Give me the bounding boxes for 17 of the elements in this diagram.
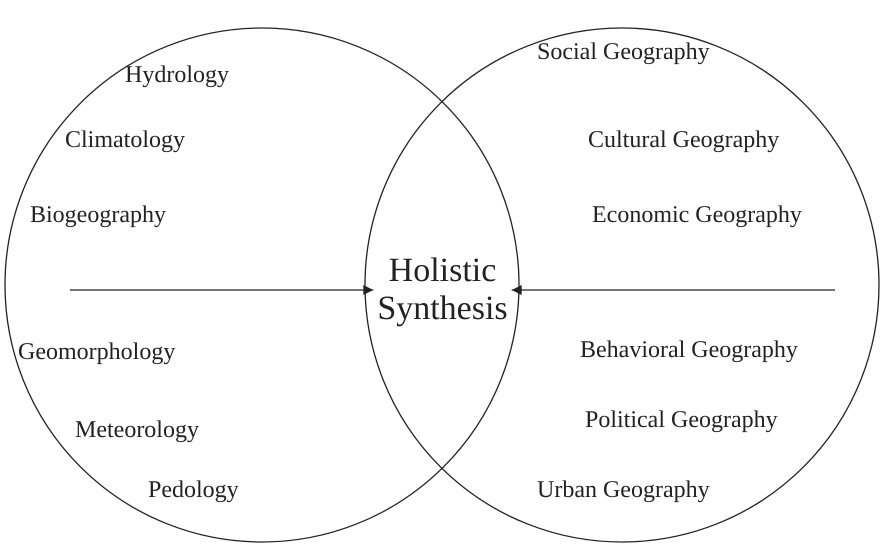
discipline-label: Urban Geography <box>537 476 710 505</box>
discipline-label: Geomorphology <box>18 338 176 367</box>
discipline-label: Social Geography <box>537 38 710 67</box>
discipline-label: Climatology <box>65 126 185 155</box>
discipline-label: Cultural Geography <box>588 126 780 155</box>
discipline-label: Pedology <box>148 476 239 505</box>
discipline-label: Biogeography <box>30 201 166 230</box>
arrow <box>512 285 835 295</box>
venn-circle <box>364 27 880 543</box>
discipline-label: Meteorology <box>75 416 199 445</box>
discipline-label: Political Geography <box>585 406 778 435</box>
discipline-label: Behavioral Geography <box>580 336 798 365</box>
synthesis-label: Holistic Synthesis <box>332 252 575 328</box>
discipline-label: Hydrology <box>125 61 229 90</box>
arrow <box>70 285 374 295</box>
discipline-label: Economic Geography <box>592 201 802 230</box>
venn-circle <box>4 27 520 543</box>
